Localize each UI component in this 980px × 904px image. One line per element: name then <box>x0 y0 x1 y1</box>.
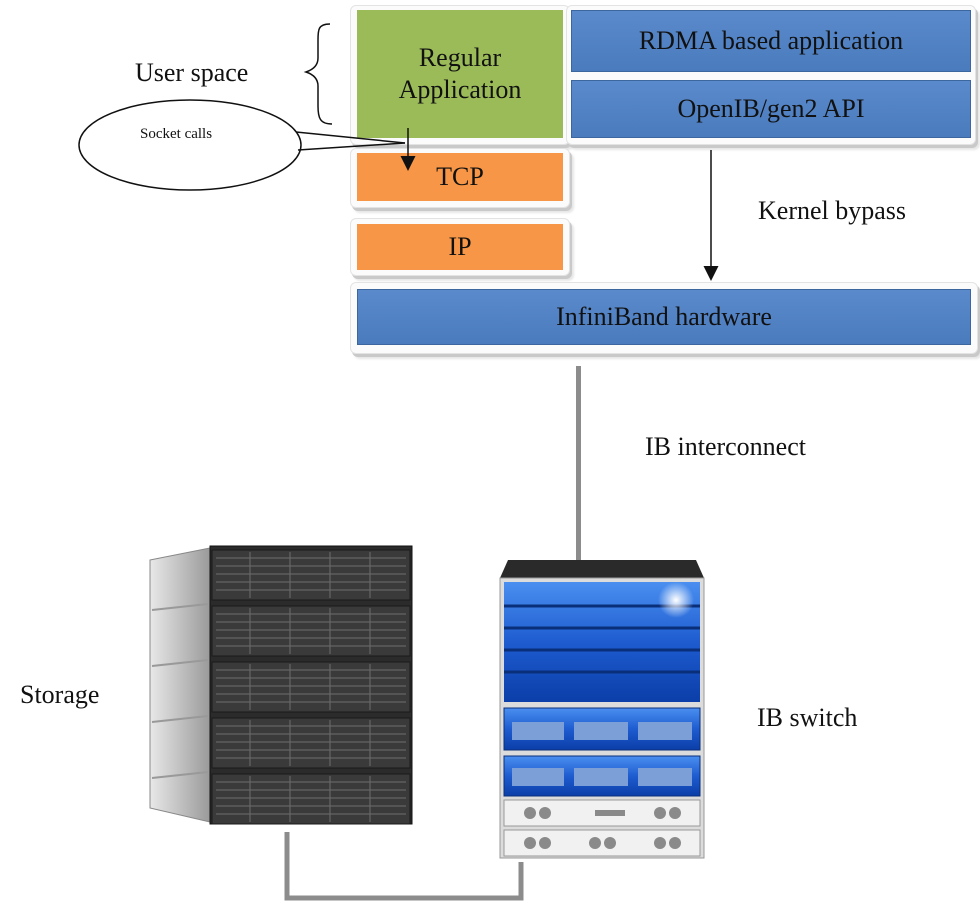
user-space-label: User space <box>135 58 249 87</box>
kernel-bypass-label: Kernel bypass <box>758 196 907 225</box>
storage-rack-icon <box>149 545 413 825</box>
storage-label: Storage <box>20 680 100 709</box>
tcp-box: TCP <box>357 153 563 201</box>
socket-calls-bubble <box>78 99 302 191</box>
rdma-application-label: RDMA based application <box>638 25 904 55</box>
openib-api-label: OpenIB/gen2 API <box>677 93 865 123</box>
infiniband-hardware-label: InfiniBand hardware <box>556 301 772 331</box>
infiniband-hardware-box: InfiniBand hardware <box>357 289 971 345</box>
rdma-application-box: RDMA based application <box>571 10 971 72</box>
ib-switch-icon <box>499 560 705 859</box>
ip-box: IP <box>357 224 563 270</box>
regular-application-label: Regular Application <box>398 42 522 105</box>
user-space-brace <box>303 23 333 125</box>
socket-calls-label: Socket calls <box>140 126 213 142</box>
regular-application-box: Regular Application <box>357 10 563 138</box>
ib-switch-label: IB switch <box>757 703 858 732</box>
tcp-label: TCP <box>436 161 484 191</box>
ib-interconnect-cable <box>576 366 581 562</box>
ip-label: IP <box>448 231 472 261</box>
ib-interconnect-label: IB interconnect <box>645 432 806 461</box>
openib-api-box: OpenIB/gen2 API <box>571 80 971 138</box>
storage-switch-cable <box>284 832 524 901</box>
